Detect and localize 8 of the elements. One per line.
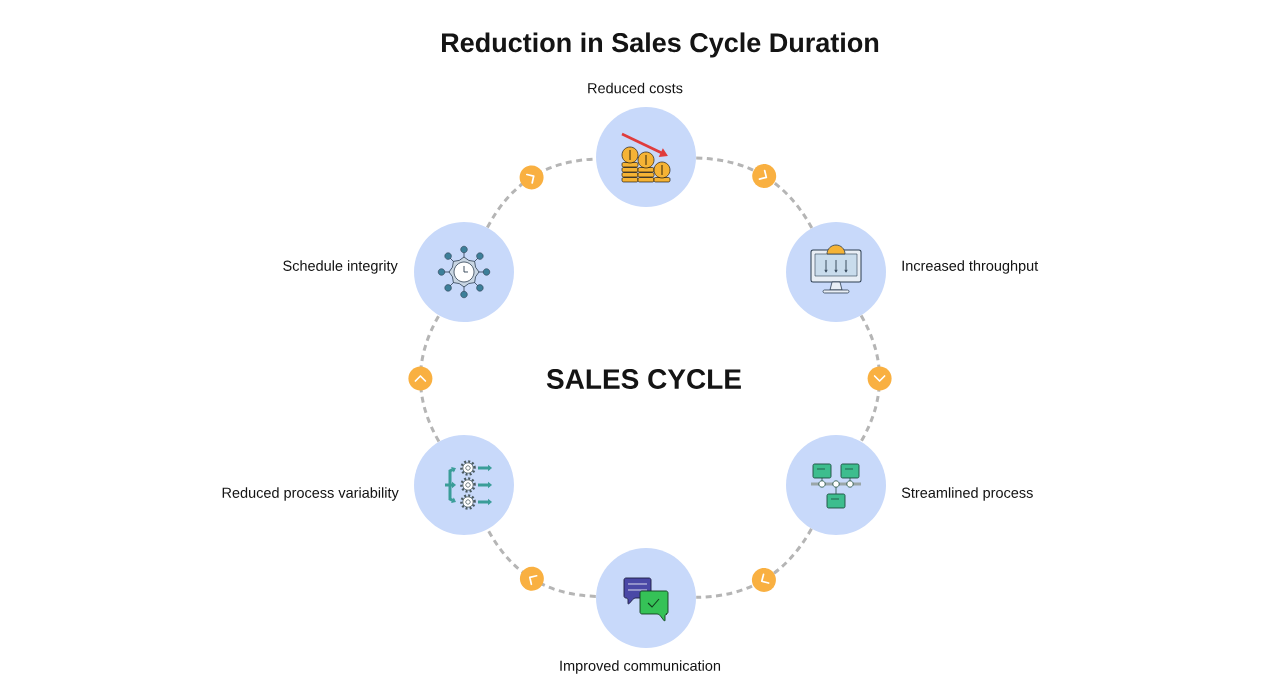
- node-label: Reduced costs: [588, 82, 683, 94]
- title: Reduction in Sales Cycle Duration: [442, 32, 879, 58]
- node-label: Improved communication: [560, 660, 720, 674]
- node-label: Streamlined process: [901, 487, 1033, 501]
- center-label: SALES CYCLE: [546, 369, 741, 389]
- node-label: Reduced process variability: [222, 487, 399, 501]
- node-label: Schedule integrity: [283, 260, 398, 274]
- node-label: Increased throughput: [902, 260, 1039, 274]
